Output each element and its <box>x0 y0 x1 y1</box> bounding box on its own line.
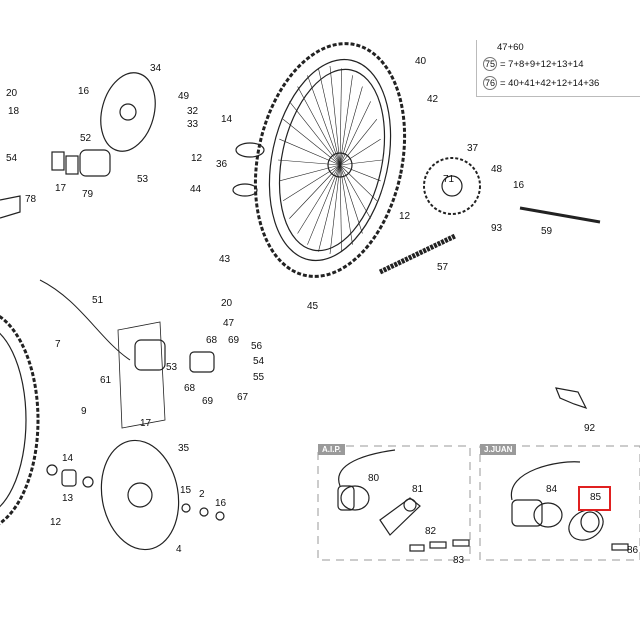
callout-14[interactable]: 14 <box>62 453 74 464</box>
legend-id: 76 <box>483 76 497 90</box>
callout-16[interactable]: 16 <box>513 180 525 191</box>
highlight-box <box>578 486 611 511</box>
caliper-front <box>134 339 166 371</box>
callout-34[interactable]: 34 <box>150 63 162 74</box>
callout-82[interactable]: 82 <box>425 526 437 537</box>
callout-80[interactable]: 80 <box>368 473 380 484</box>
callout-37[interactable]: 37 <box>467 143 479 154</box>
callout-52[interactable]: 52 <box>80 133 92 144</box>
callout-40[interactable]: 40 <box>415 56 427 67</box>
callout-15[interactable]: 15 <box>180 485 192 496</box>
legend-id: 75 <box>483 57 497 71</box>
callout-56[interactable]: 56 <box>251 341 263 352</box>
callout-47[interactable]: 47 <box>223 318 235 329</box>
chain <box>378 233 457 275</box>
front-wheel <box>0 314 40 526</box>
callout-57[interactable]: 57 <box>437 262 449 273</box>
callout-14[interactable]: 14 <box>221 114 233 125</box>
callout-67[interactable]: 67 <box>237 392 249 403</box>
callout-16[interactable]: 16 <box>215 498 227 509</box>
callout-12[interactable]: 12 <box>50 517 62 528</box>
callout-69[interactable]: 69 <box>228 335 240 346</box>
callout-32[interactable]: 32 <box>187 106 199 117</box>
brake-disc-rear <box>100 72 156 152</box>
callout-92[interactable]: 92 <box>584 423 596 434</box>
callout-93[interactable]: 93 <box>491 223 503 234</box>
axle <box>519 206 601 224</box>
callout-18[interactable]: 18 <box>8 106 20 117</box>
callout-42[interactable]: 42 <box>427 94 439 105</box>
callout-81[interactable]: 81 <box>412 484 424 495</box>
brake-disc-front <box>100 439 180 551</box>
callout-49[interactable]: 49 <box>178 91 190 102</box>
group-tag-jjuan: J.JUAN <box>480 444 517 455</box>
callout-55[interactable]: 55 <box>253 372 265 383</box>
callout-78[interactable]: 78 <box>25 194 37 205</box>
legend-formula: 47+60 <box>497 42 524 53</box>
callout-2[interactable]: 2 <box>199 489 205 500</box>
callout-20[interactable]: 20 <box>6 88 18 99</box>
callout-68[interactable]: 68 <box>206 335 218 346</box>
legend-row: 76= 40+41+42+12+14+36 <box>483 76 599 90</box>
sprocket <box>423 157 481 215</box>
callout-84[interactable]: 84 <box>546 484 558 495</box>
callout-68[interactable]: 68 <box>184 383 196 394</box>
legend-row: 75= 7+8+9+12+13+14 <box>483 57 583 71</box>
callout-17[interactable]: 17 <box>140 418 152 429</box>
assembly-legend: 47+60 75= 7+8+9+12+13+14 76= 40+41+42+12… <box>476 40 640 97</box>
callout-20[interactable]: 20 <box>221 298 233 309</box>
callout-61[interactable]: 61 <box>100 375 112 386</box>
callout-36[interactable]: 36 <box>216 159 228 170</box>
callout-85[interactable]: 85 <box>590 492 602 503</box>
callout-7[interactable]: 7 <box>55 339 61 350</box>
callout-35[interactable]: 35 <box>178 443 190 454</box>
callout-12[interactable]: 12 <box>399 211 411 222</box>
callout-4[interactable]: 4 <box>176 544 182 555</box>
callout-17[interactable]: 17 <box>55 183 67 194</box>
callout-12[interactable]: 12 <box>191 153 203 164</box>
callout-44[interactable]: 44 <box>190 184 202 195</box>
callout-69[interactable]: 69 <box>202 396 214 407</box>
legend-formula: = 40+41+42+12+14+36 <box>500 78 600 89</box>
callout-53[interactable]: 53 <box>166 362 178 373</box>
callout-9[interactable]: 9 <box>81 406 87 417</box>
callout-33[interactable]: 33 <box>187 119 199 130</box>
callout-71[interactable]: 71 <box>443 174 455 185</box>
caliper-rear <box>79 149 111 177</box>
callout-48[interactable]: 48 <box>491 164 503 175</box>
callout-53[interactable]: 53 <box>137 174 149 185</box>
callout-51[interactable]: 51 <box>92 295 104 306</box>
callout-86[interactable]: 86 <box>627 545 639 556</box>
legend-formula: = 7+8+9+12+13+14 <box>500 59 584 70</box>
callout-43[interactable]: 43 <box>219 254 231 265</box>
callout-54[interactable]: 54 <box>253 356 265 367</box>
group-tag-aip: A.I.P. <box>318 444 345 455</box>
callout-16[interactable]: 16 <box>78 86 90 97</box>
callout-83[interactable]: 83 <box>453 555 465 566</box>
callout-13[interactable]: 13 <box>62 493 74 504</box>
callout-79[interactable]: 79 <box>82 189 94 200</box>
legend-row: 47+60 <box>497 42 524 53</box>
callout-45[interactable]: 45 <box>307 301 319 312</box>
callout-54[interactable]: 54 <box>6 153 18 164</box>
callout-59[interactable]: 59 <box>541 226 553 237</box>
